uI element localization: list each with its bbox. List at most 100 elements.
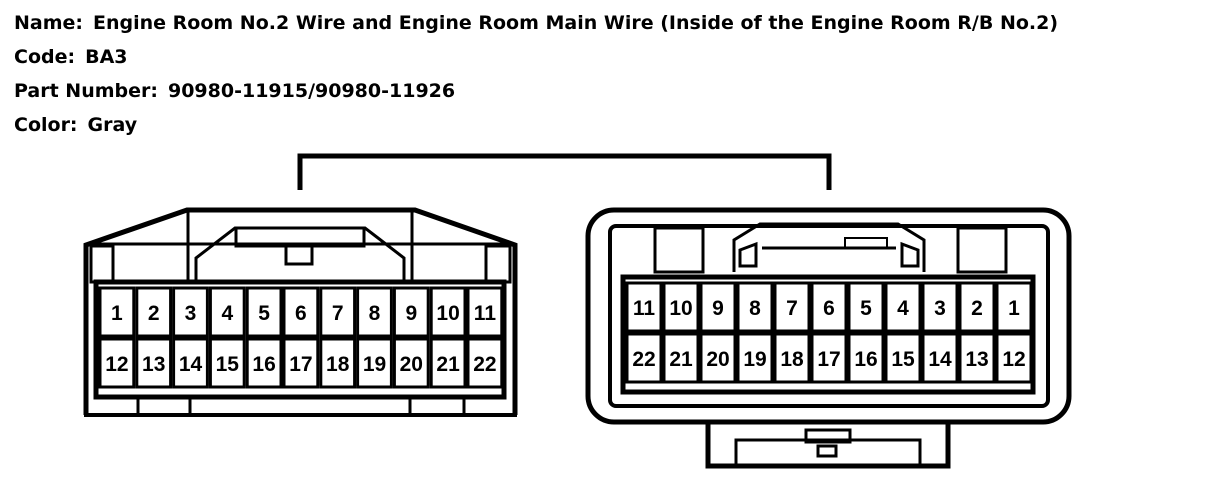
right-pin-cell xyxy=(958,332,996,384)
left-pin-cell xyxy=(392,286,430,338)
left-pin-number: 1 xyxy=(111,302,123,325)
left-pin-cell xyxy=(319,337,357,389)
right-pin-cell xyxy=(810,332,848,384)
right-connector-left-notch xyxy=(653,226,705,274)
left-pin-cell xyxy=(429,286,467,338)
left-connector xyxy=(83,207,518,417)
right-pin-number: 16 xyxy=(854,348,877,371)
right-connector-bottom-key xyxy=(816,444,838,458)
left-pin-number: 10 xyxy=(436,302,459,325)
code-value: BA3 xyxy=(85,46,128,68)
right-pin-number: 11 xyxy=(633,297,656,320)
right-pin-cell xyxy=(773,332,811,384)
right-pin-number: 7 xyxy=(786,297,798,320)
part-number-value: 90980-11915/90980-11926 xyxy=(167,80,456,102)
left-pin-number: 3 xyxy=(185,302,197,325)
right-pin-cell xyxy=(773,281,811,333)
left-pin-number: 5 xyxy=(258,302,270,325)
right-pin-cell xyxy=(662,332,700,384)
code-label: Code: xyxy=(14,46,76,68)
color-row: Color: Gray xyxy=(14,108,1058,142)
left-pin-number: 13 xyxy=(142,353,165,376)
left-pin-cell xyxy=(245,337,283,389)
right-connector xyxy=(585,207,1072,469)
right-pin-number: 19 xyxy=(743,348,766,371)
right-pin-number: 14 xyxy=(928,348,952,371)
left-pin-number: 7 xyxy=(332,302,344,325)
left-connector-lock-body xyxy=(194,226,406,282)
left-pin-number: 17 xyxy=(289,353,312,376)
right-pin-cell xyxy=(921,281,959,333)
right-pin-cell xyxy=(995,332,1033,384)
right-pin-number: 21 xyxy=(669,348,693,371)
left-pin-cell xyxy=(135,337,173,389)
right-pin-cell xyxy=(958,281,996,333)
right-connector-lock-tab xyxy=(844,237,888,249)
left-pin-cell xyxy=(98,337,136,389)
left-pin-number: 22 xyxy=(473,353,496,376)
left-pin-cell xyxy=(356,286,393,338)
color-value: Gray xyxy=(87,114,138,136)
left-pin-number: 2 xyxy=(148,302,160,325)
left-connector-pin-block xyxy=(93,279,507,400)
right-connector-right-notch xyxy=(956,226,1008,274)
left-connector-lock-tab xyxy=(284,244,314,266)
right-pin-number: 12 xyxy=(1002,348,1025,371)
code-row: Code: BA3 xyxy=(14,40,1058,74)
left-pin-cell xyxy=(282,337,320,389)
left-connector-lock-frame xyxy=(186,212,414,282)
left-pin-number: 4 xyxy=(221,302,233,325)
right-pin-number: 3 xyxy=(934,297,946,320)
left-pin-cell xyxy=(172,337,209,389)
right-connector-inner-shell xyxy=(608,224,1050,408)
right-connector-bottom-tab xyxy=(804,428,852,444)
left-connector-right-latch xyxy=(484,244,512,284)
left-pin-number: 14 xyxy=(179,353,203,376)
right-pin-number: 13 xyxy=(965,348,988,371)
right-pin-number: 15 xyxy=(891,348,915,371)
right-pin-cell xyxy=(995,281,1033,333)
right-connector-lock-body xyxy=(732,222,926,272)
right-pin-cell xyxy=(921,332,959,384)
right-pin-cell xyxy=(810,281,848,333)
left-pin-number: 19 xyxy=(363,353,386,376)
left-pin-cell xyxy=(282,286,320,338)
connector-pair-bracket xyxy=(297,153,832,190)
left-pin-number: 8 xyxy=(369,302,381,325)
right-pin-cell xyxy=(699,281,737,333)
left-pin-cell xyxy=(356,337,393,389)
right-connector-outer-shell xyxy=(585,207,1072,425)
left-pin-number: 12 xyxy=(105,353,128,376)
right-connector-bottom-extension xyxy=(705,422,951,469)
left-pin-cell xyxy=(319,286,357,338)
left-pin-cell xyxy=(429,337,467,389)
part-number-row: Part Number:90980-11915/90980-11926 xyxy=(14,74,1058,108)
right-pin-number: 9 xyxy=(712,297,724,320)
right-pin-cell xyxy=(884,281,922,333)
left-pin-cell xyxy=(208,286,246,338)
name-row: Name:Engine Room No.2 Wire and Engine Ro… xyxy=(14,6,1058,40)
right-pin-cell xyxy=(625,332,663,384)
left-connector-right-foot xyxy=(408,396,466,417)
right-pin-number: 10 xyxy=(669,297,692,320)
right-pin-cell xyxy=(847,281,885,333)
right-pin-number: 17 xyxy=(817,348,840,371)
left-pin-number: 11 xyxy=(474,302,497,325)
right-pin-number: 1 xyxy=(1008,297,1020,320)
color-label: Color: xyxy=(14,114,78,136)
right-connector-lock-left-hook xyxy=(738,241,758,268)
left-pin-cell xyxy=(208,337,246,389)
left-pin-number: 18 xyxy=(326,353,350,376)
left-pin-cell xyxy=(392,337,430,389)
right-pin-number: 4 xyxy=(897,297,909,320)
right-pin-cell xyxy=(847,332,885,384)
left-pin-number: 20 xyxy=(400,353,423,376)
right-pin-cell xyxy=(699,332,737,384)
right-pin-number: 20 xyxy=(706,348,729,371)
right-pin-cell xyxy=(736,281,774,333)
right-connector-bottom-slot xyxy=(734,438,922,466)
left-pin-cell xyxy=(135,286,173,338)
right-connector-pin-block xyxy=(620,274,1036,395)
left-pin-cell xyxy=(245,286,283,338)
